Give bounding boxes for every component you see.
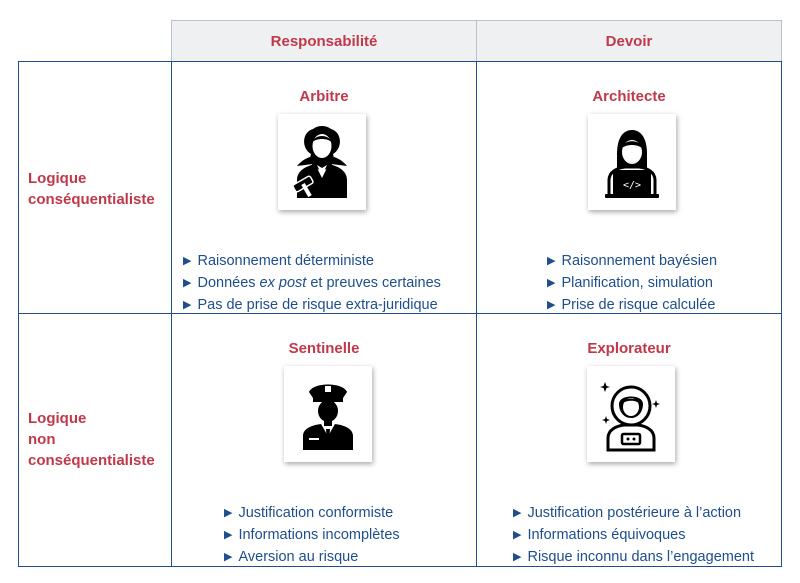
list-item: ▶Risque inconnu dans l’engagement [513,549,754,565]
column-header-label: Responsabilité [270,32,378,50]
cell-sentinelle: Sentinelle ▶Justification conformiste ▶I… [171,313,477,567]
bullet-list: ▶Raisonnement déterministe ▶Données ex p… [183,251,441,317]
cell-arbitre: Arbitre ▶Raisonnement déterministe ▶Donn… [171,61,477,314]
row-header-consequentialiste: Logique conséquentialiste [18,61,172,314]
list-item: ▶Planification, simulation [547,275,713,291]
list-item: ▶Aversion au risque [224,549,359,565]
cell-title: Explorateur [587,340,671,357]
cell-explorateur: Explorateur ▶Justification postérieure à… [476,313,782,567]
list-item: ▶Justification conformiste [224,505,394,521]
cell-architecte: Architecte </> ▶Raisonnement bayésien ▶P… [476,61,782,314]
svg-text:</>: </> [623,180,641,191]
list-item: ▶Données ex post et preuves certaines [183,275,441,291]
list-item: ▶Informations équivoques [513,527,686,543]
cell-title: Sentinelle [288,340,360,357]
bullet-list: ▶Raisonnement bayésien ▶Planification, s… [547,251,717,317]
column-header-devoir: Devoir [476,20,782,62]
judge-icon [278,114,366,210]
list-item: ▶Raisonnement déterministe [183,253,374,269]
cell-title: Architecte [592,88,666,105]
list-item: ▶Prise de risque calculée [547,297,716,313]
astronaut-icon [587,366,675,462]
list-item: ▶Justification postérieure à l’action [513,505,742,521]
typology-matrix: Responsabilité Devoir Logique conséquent… [18,20,782,567]
row-header-label: Logique conséquentialiste [28,170,155,208]
bullet-list: ▶Justification conformiste ▶Informations… [224,503,400,569]
row-header-label: Logique non conséquentialiste [28,410,155,469]
list-item: ▶Pas de prise de risque extra-juridique [183,297,438,313]
cell-title: Arbitre [299,88,349,105]
developer-icon: </> [588,114,676,210]
bullet-list: ▶Justification postérieure à l’action ▶I… [513,503,754,569]
officer-icon [284,366,372,462]
list-item: ▶Raisonnement bayésien [547,253,718,269]
row-header-non-consequentialiste: Logique non conséquentialiste [18,313,172,567]
list-item: ▶Informations incomplètes [224,527,400,543]
column-header-responsabilite: Responsabilité [171,20,477,62]
column-header-label: Devoir [605,32,653,50]
